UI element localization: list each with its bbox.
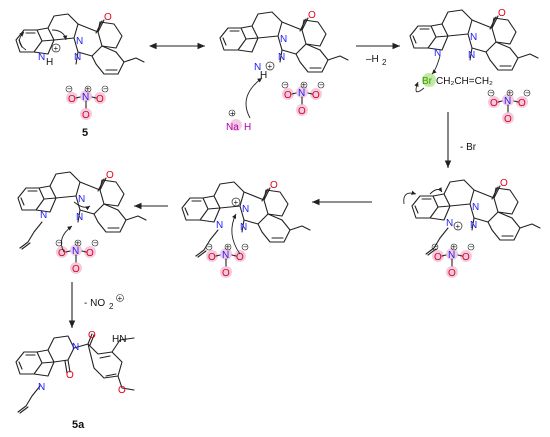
- structure-anion: N N O N: [409, 8, 539, 71]
- svg-text:+: +: [234, 198, 239, 207]
- svg-text:O: O: [106, 170, 114, 181]
- atom-N: N: [38, 52, 45, 63]
- svg-text:N: N: [76, 212, 83, 223]
- svg-text:O: O: [88, 330, 96, 341]
- svg-text:O: O: [118, 385, 126, 396]
- nitrate-5: [205, 241, 249, 280]
- svg-text:O: O: [500, 178, 508, 189]
- svg-text:+: +: [230, 109, 235, 118]
- svg-text:H: H: [260, 70, 267, 81]
- curly-arrow-nah: [245, 77, 263, 119]
- svg-text:N: N: [468, 50, 475, 61]
- svg-text:N: N: [242, 204, 249, 215]
- svg-text:N: N: [240, 222, 247, 233]
- svg-text:+: +: [54, 44, 59, 53]
- nitrate-4: [431, 241, 475, 280]
- structure-adduct: N N O N: [17, 170, 147, 250]
- svg-text:O: O: [66, 370, 74, 381]
- reagent-h: H: [244, 122, 251, 133]
- label-compound-5a: 5a: [72, 419, 85, 431]
- svg-text:H: H: [46, 57, 53, 68]
- svg-text:N: N: [76, 36, 83, 47]
- svg-text:N: N: [78, 194, 85, 205]
- nitrate-3: [487, 87, 531, 126]
- svg-text:N: N: [434, 48, 441, 59]
- label-minus-no2: - NO: [84, 298, 105, 309]
- svg-text:+: +: [268, 62, 273, 71]
- nitrate-6: [55, 237, 99, 276]
- svg-text:N: N: [446, 218, 453, 229]
- svg-text:2: 2: [382, 58, 387, 67]
- svg-text:N: N: [472, 202, 479, 213]
- label-minus-br: - Br: [460, 142, 477, 153]
- svg-text:N: N: [74, 52, 81, 63]
- nitrate-2: [281, 79, 325, 118]
- structure-5: N H N O N +: [15, 12, 145, 75]
- structure-resonance: N H N O N +: [219, 10, 349, 81]
- svg-text:N: N: [40, 210, 47, 221]
- structure-cation: N N O N +: [181, 180, 311, 258]
- svg-text:N: N: [470, 220, 477, 231]
- label-minus-h2: –H: [366, 54, 379, 65]
- svg-text:N: N: [278, 52, 285, 63]
- svg-text:N: N: [38, 382, 45, 393]
- svg-text:+: +: [118, 294, 123, 303]
- alkyl-chain: CH₂CH=CH₂: [436, 76, 493, 87]
- svg-text:+: +: [456, 222, 461, 231]
- svg-text:N: N: [280, 34, 287, 45]
- svg-text:N: N: [470, 32, 477, 43]
- svg-text:O: O: [104, 12, 112, 23]
- label-compound-5: 5: [82, 127, 88, 139]
- svg-text:N: N: [254, 62, 261, 73]
- svg-text:2: 2: [109, 302, 114, 311]
- svg-text:O: O: [498, 8, 506, 19]
- svg-text:O: O: [308, 10, 316, 21]
- svg-text:N: N: [216, 220, 223, 231]
- svg-text:O: O: [270, 180, 278, 191]
- alkyl-br: Br: [422, 76, 433, 87]
- nh-methyl: HN: [112, 334, 126, 345]
- nitrate-1: [65, 83, 109, 122]
- svg-text:N: N: [72, 342, 79, 353]
- reagent-na: Na: [226, 122, 239, 133]
- structure-5a: [15, 333, 135, 414]
